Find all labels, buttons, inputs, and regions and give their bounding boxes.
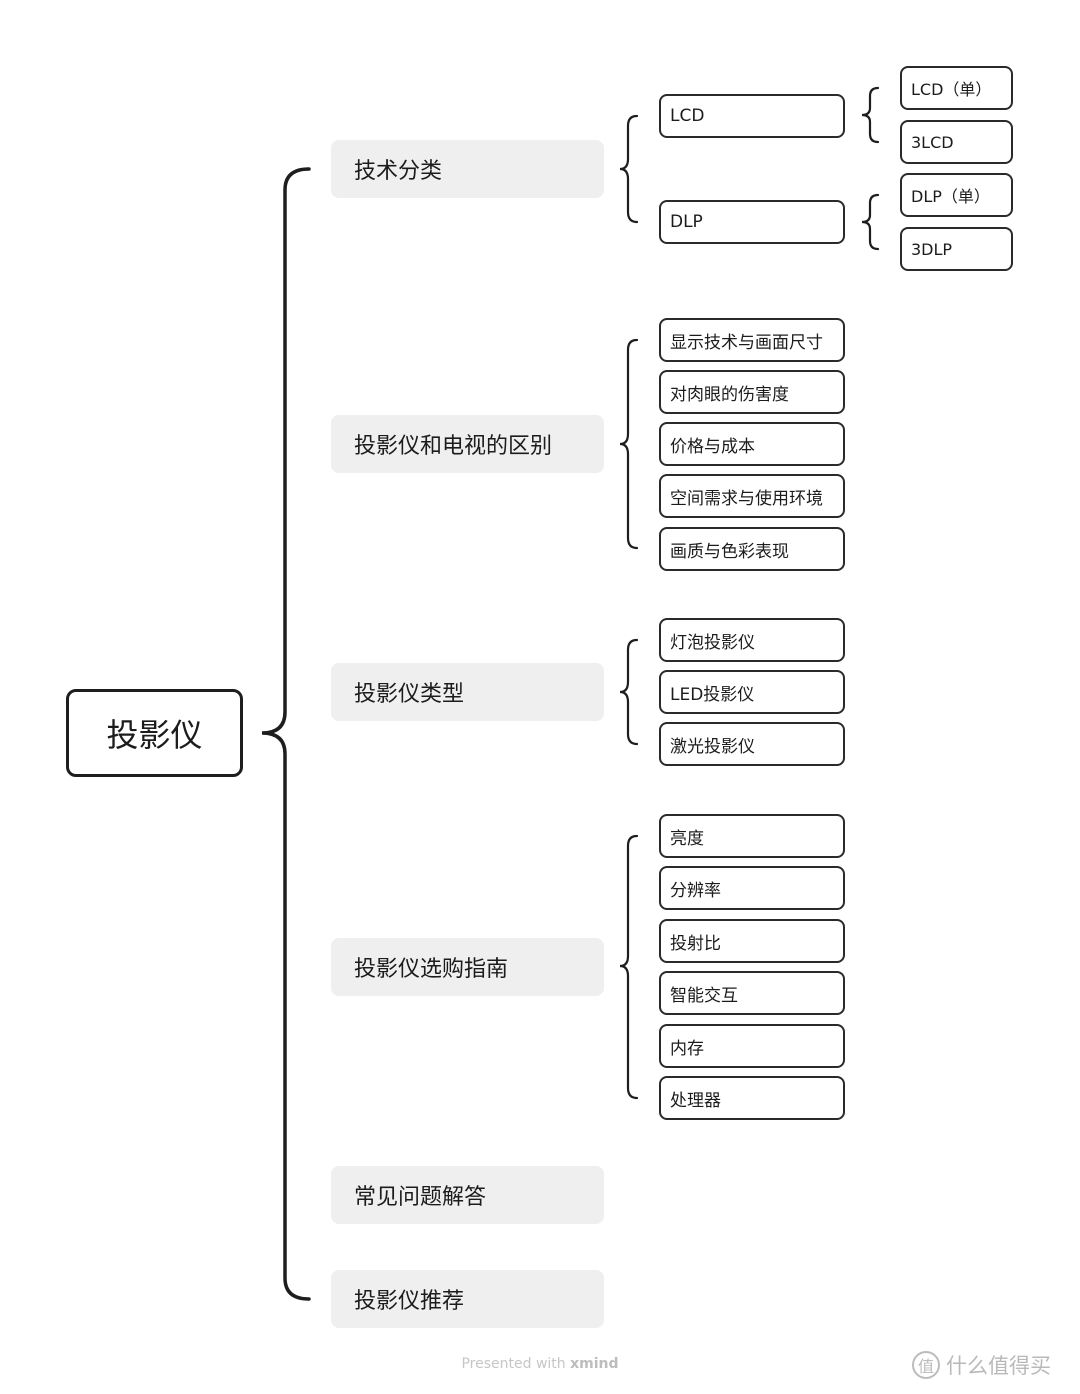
- node-lcd-single[interactable]: LCD（单）: [900, 66, 1013, 110]
- footer-prefix: Presented with: [461, 1356, 566, 1372]
- branch-tech-classification[interactable]: 技术分类: [331, 140, 604, 198]
- branch-projector-types[interactable]: 投影仪类型: [331, 663, 604, 721]
- footer-brand: xmind: [570, 1356, 619, 1372]
- root-bracket: [261, 167, 311, 1301]
- node-brightness[interactable]: 亮度: [659, 814, 845, 858]
- node-memory[interactable]: 内存: [659, 1024, 845, 1068]
- node-display-tech-size[interactable]: 显示技术与画面尺寸: [659, 318, 845, 362]
- node-resolution[interactable]: 分辨率: [659, 866, 845, 910]
- bracket-lcd: [861, 86, 880, 144]
- node-dlp[interactable]: DLP: [659, 200, 845, 244]
- node-laser-projector[interactable]: 激光投影仪: [659, 722, 845, 766]
- node-throw-ratio[interactable]: 投射比: [659, 919, 845, 963]
- node-dlp-single[interactable]: DLP（单）: [900, 173, 1013, 217]
- node-led-projector[interactable]: LED投影仪: [659, 670, 845, 714]
- bracket-dlp: [861, 193, 880, 251]
- node-lamp-projector[interactable]: 灯泡投影仪: [659, 618, 845, 662]
- node-smart-interaction[interactable]: 智能交互: [659, 971, 845, 1015]
- node-3lcd[interactable]: 3LCD: [900, 120, 1013, 164]
- branch-recommendations[interactable]: 投影仪推荐: [331, 1270, 604, 1328]
- watermark-text: 什么值得买: [946, 1354, 1051, 1378]
- watermark: 值 什么值得买: [912, 1350, 1051, 1380]
- node-space-environment[interactable]: 空间需求与使用环境: [659, 474, 845, 518]
- node-eye-damage[interactable]: 对肉眼的伤害度: [659, 370, 845, 414]
- node-3dlp[interactable]: 3DLP: [900, 227, 1013, 271]
- bracket-types: [619, 638, 639, 746]
- node-price-cost[interactable]: 价格与成本: [659, 422, 845, 466]
- branch-buying-guide[interactable]: 投影仪选购指南: [331, 938, 604, 996]
- bracket-guide: [619, 834, 639, 1100]
- branch-projector-vs-tv[interactable]: 投影仪和电视的区别: [331, 415, 604, 473]
- root-node[interactable]: 投影仪: [66, 689, 243, 777]
- xmind-footer: Presented with xmind: [0, 1356, 1080, 1372]
- branch-faq[interactable]: 常见问题解答: [331, 1166, 604, 1224]
- bracket-diff: [619, 338, 639, 550]
- smzdm-logo-icon: 值: [912, 1351, 940, 1379]
- node-processor[interactable]: 处理器: [659, 1076, 845, 1120]
- node-picture-color[interactable]: 画质与色彩表现: [659, 527, 845, 571]
- bracket-tech: [619, 114, 639, 224]
- node-lcd[interactable]: LCD: [659, 94, 845, 138]
